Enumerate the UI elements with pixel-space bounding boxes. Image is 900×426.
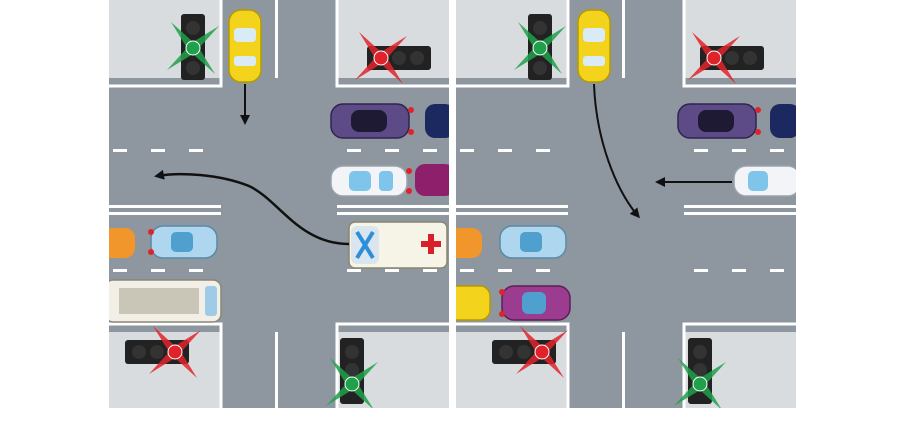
stop-line-right-1 [684,205,796,208]
purple-car [677,103,761,139]
traffic-light-top-left [167,14,219,80]
stop-line-left-2 [456,212,568,215]
scene-right [456,0,796,408]
arrow-curve-down-right [593,83,640,219]
ambulance [348,221,448,269]
traffic-light-bottom-right [326,338,378,408]
curbs [456,0,796,408]
light-blue-car [148,225,218,259]
stop-line-right-2 [337,212,449,215]
orange-car-partial [456,228,482,258]
magenta-car [499,285,571,321]
orange-car-partial [109,228,135,258]
intersection-left [109,0,449,408]
white-car [330,165,412,197]
lane-markings [460,0,784,408]
navy-car-partial [770,104,796,138]
stop-line-right-1 [337,205,449,208]
bus [109,279,222,323]
traffic-light-top-right [688,32,764,84]
yellow-car [577,9,611,83]
light-blue-car [499,225,567,259]
stop-line-left-2 [109,212,221,215]
stop-line-right-2 [684,212,796,215]
arrow-left-turn [154,169,350,246]
yellow-car [228,9,262,83]
stop-line-left-1 [456,205,568,208]
traffic-light-bottom-left [125,326,201,378]
stop-line-left-1 [109,205,221,208]
intersection-right [456,0,796,408]
navy-car-partial [425,104,449,138]
curbs [109,0,449,408]
magenta-car-partial [415,164,449,196]
purple-car [330,103,414,139]
lane-markings [113,0,437,408]
yellow-car-partial [456,285,491,321]
traffic-light-bottom-left [492,326,568,378]
traffic-light-bottom-right [674,338,726,408]
traffic-light-top-right [355,32,431,84]
white-car [733,165,796,197]
traffic-light-top-left [514,14,566,80]
scene-left [109,0,449,408]
